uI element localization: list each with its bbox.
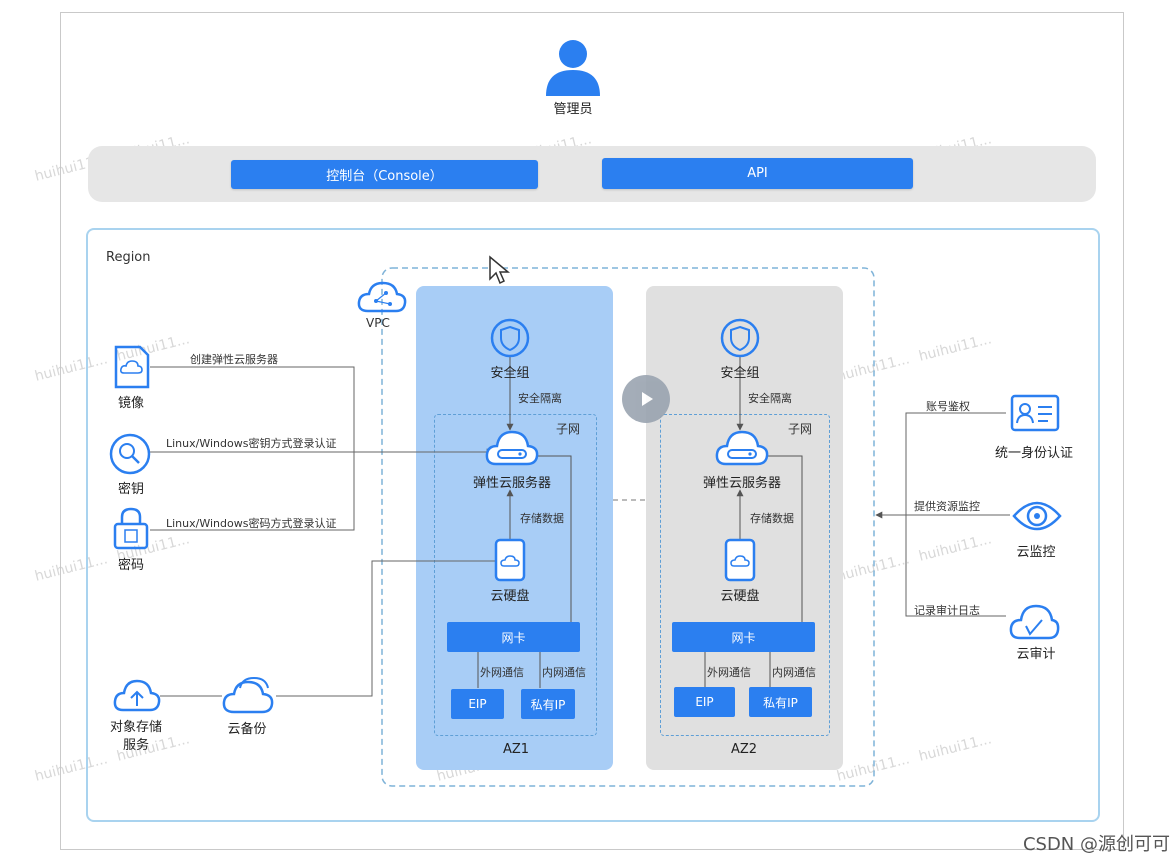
- password-icon: [113, 507, 149, 550]
- az1-subnet-label: 子网: [556, 422, 581, 436]
- edge-key-label: Linux/Windows密钥方式登录认证: [166, 437, 337, 450]
- az1-storage-label: 存储数据: [520, 512, 564, 525]
- az2-disk-icon: [724, 538, 756, 582]
- api-button[interactable]: API: [602, 158, 913, 189]
- backup-cloud-icon: [222, 676, 274, 714]
- az2-ext-label: 外网通信: [707, 666, 751, 679]
- edge-auth-label: 账号鉴权: [926, 400, 970, 413]
- obs-label-line2: 服务: [122, 738, 149, 753]
- az1-zone: [416, 286, 613, 770]
- az1-eip: EIP: [451, 689, 504, 719]
- vpc-label: VPC: [366, 316, 390, 330]
- edge-pwd-ecs: [150, 452, 355, 531]
- az1-disk-icon: [494, 538, 526, 582]
- region-label: Region: [106, 250, 151, 265]
- az1-private-ip: 私有IP: [521, 689, 575, 719]
- iam-label: 统一身份认证: [994, 446, 1073, 461]
- az2-secgroup-label: 安全组: [720, 366, 760, 381]
- edge-backup-disk: [276, 560, 496, 697]
- az1-disk-label: 云硬盘: [490, 589, 530, 604]
- az2-security-group-icon: [720, 318, 760, 358]
- ces-eye-icon: [1012, 501, 1062, 531]
- password-label: 密码: [117, 558, 144, 573]
- az1-security-group-icon: [490, 318, 530, 358]
- az2-private-ip: 私有IP: [749, 687, 812, 717]
- key-icon: [109, 433, 151, 475]
- az1-ecs-icon: [485, 430, 539, 466]
- obs-cloud-icon: [113, 679, 161, 712]
- cts-label: 云审计: [1016, 647, 1056, 662]
- az1-subnet: [434, 414, 597, 736]
- play-button[interactable]: [622, 375, 670, 423]
- edge-monitor-label: 提供资源监控: [914, 500, 980, 513]
- cts-cloud-icon: [1009, 604, 1060, 640]
- az2-disk-label: 云硬盘: [720, 589, 760, 604]
- edge-az1-nic-ecs: [529, 452, 572, 622]
- az2-isolation-label: 安全隔离: [748, 392, 792, 405]
- az1-name: AZ1: [502, 742, 530, 757]
- image-label: 镜像: [117, 396, 144, 411]
- az2-ecs-icon: [715, 430, 769, 466]
- az1-nic: 网卡: [447, 622, 580, 652]
- play-icon: [642, 392, 653, 406]
- credit-watermark: CSDN @源创可可: [1022, 834, 1170, 855]
- console-button[interactable]: 控制台（Console）: [231, 160, 538, 189]
- admin-user-icon: [546, 40, 600, 96]
- key-label: 密钥: [117, 482, 144, 497]
- az2-int-label: 内网通信: [772, 666, 816, 679]
- ces-label: 云监控: [1016, 545, 1056, 560]
- az2-subnet: [660, 414, 830, 736]
- edge-create-label: 创建弹性云服务器: [190, 353, 278, 366]
- edge-pwd-label: Linux/Windows密码方式登录认证: [166, 517, 337, 530]
- vpc-boundary: [381, 267, 875, 787]
- az1-int-label: 内网通信: [542, 666, 586, 679]
- az1-secgroup-label: 安全组: [490, 366, 530, 381]
- az2-subnet-label: 子网: [788, 422, 813, 436]
- backup-label: 云备份: [227, 722, 267, 737]
- az2-storage-label: 存储数据: [750, 512, 794, 525]
- region-box: [86, 228, 1100, 822]
- az1-ext-label: 外网通信: [480, 666, 524, 679]
- obs-label-line1: 对象存储: [109, 720, 162, 735]
- admin-label: 管理员: [553, 102, 593, 117]
- edge-image-ecs: [150, 366, 494, 456]
- az1-ecs-label: 弹性云服务器: [472, 476, 551, 491]
- mouse-cursor-icon: [489, 255, 510, 285]
- az1-isolation-label: 安全隔离: [518, 392, 562, 405]
- image-icon: [114, 345, 150, 389]
- az2-name: AZ2: [730, 742, 758, 757]
- edge-audit-label: 记录审计日志: [914, 604, 980, 617]
- az2-nic: 网卡: [672, 622, 815, 652]
- edge-az2-nic-ecs: [759, 452, 803, 622]
- iam-id-card-icon: [1010, 394, 1060, 432]
- az2-ecs-label: 弹性云服务器: [702, 476, 781, 491]
- az2-eip: EIP: [674, 687, 735, 717]
- vpc-cloud-icon: [357, 281, 407, 313]
